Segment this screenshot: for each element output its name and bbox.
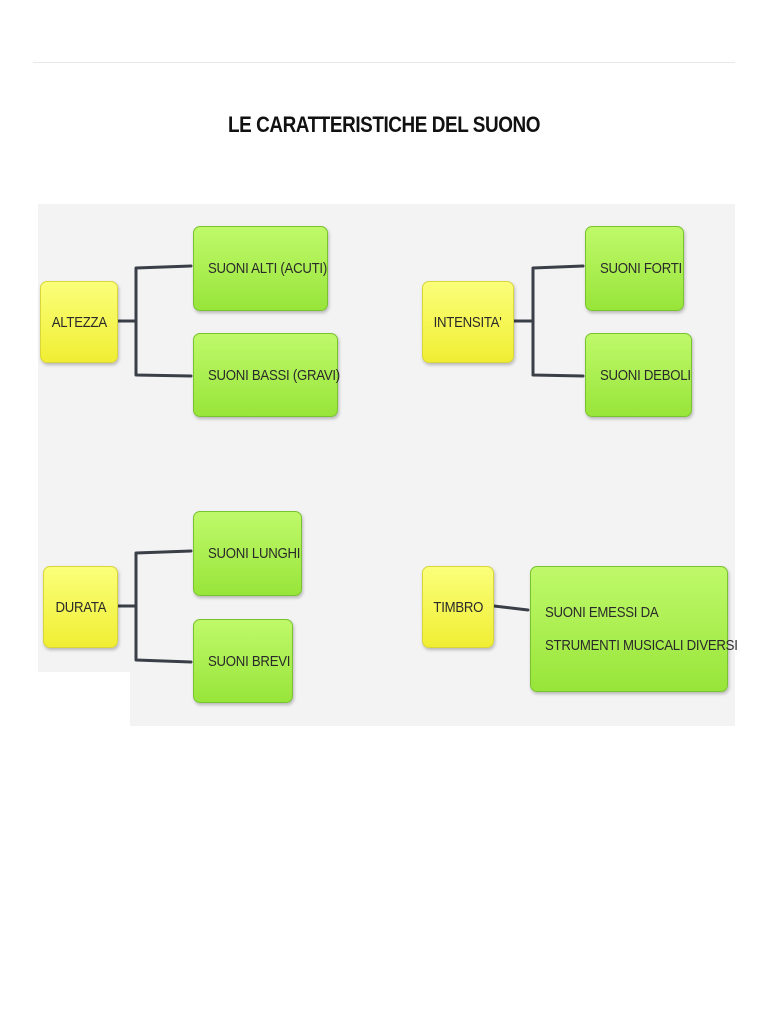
item-suoni-deboli: SUONI DEBOLI xyxy=(585,333,692,417)
connector-timbro xyxy=(492,604,530,612)
item-suoni-alti: SUONI ALTI (ACUTI) xyxy=(193,226,328,311)
connector-altezza xyxy=(116,264,193,378)
canvas-corner xyxy=(38,672,130,726)
connector-intensita xyxy=(512,264,585,378)
category-timbro: TIMBRO xyxy=(422,566,494,648)
title-band xyxy=(33,62,735,205)
item-suoni-emessi: SUONI EMESSI DA STRUMENTI MUSICALI DIVER… xyxy=(530,566,738,692)
item-suoni-lunghi: SUONI LUNGHI xyxy=(193,511,302,596)
category-altezza: ALTEZZA xyxy=(40,281,118,363)
category-intensita: INTENSITA' xyxy=(422,281,514,363)
item-suoni-bassi: SUONI BASSI (GRAVI) xyxy=(193,333,340,417)
item-suoni-forti: SUONI FORTI xyxy=(585,226,684,311)
connector-durata xyxy=(116,549,193,664)
diagram-title: LE CARATTERISTICHE DEL SUONO xyxy=(227,112,541,137)
item-suoni-brevi: SUONI BREVI xyxy=(193,619,293,703)
category-durata: DURATA xyxy=(43,566,118,648)
